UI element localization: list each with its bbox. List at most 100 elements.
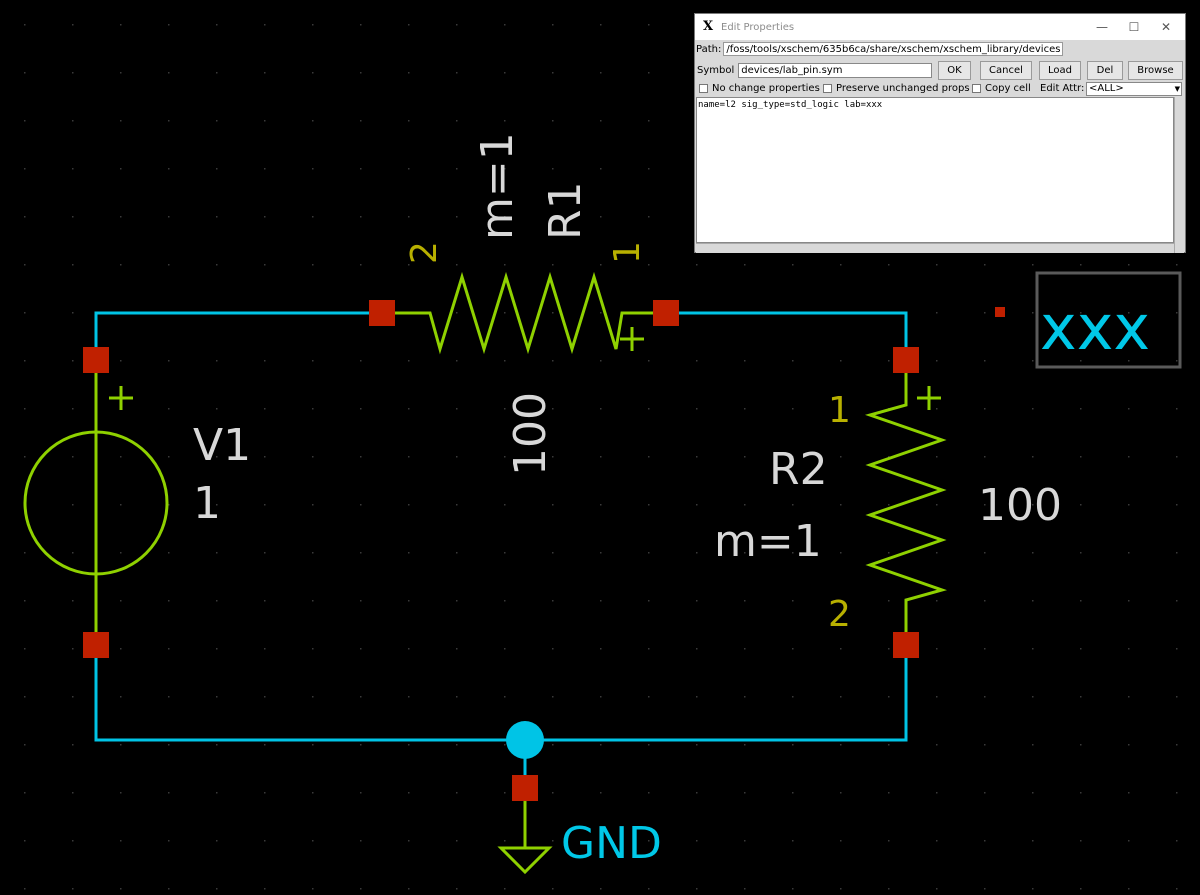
- grid-dot: [744, 360, 746, 362]
- checkbox-box[interactable]: [823, 84, 832, 93]
- grid-dot: [72, 696, 74, 698]
- preserve-unchanged-props-checkbox[interactable]: Preserve unchanged props: [823, 83, 970, 94]
- wire-top-right[interactable]: [666, 311, 908, 360]
- pin-v1-plus[interactable]: [83, 347, 109, 373]
- grid-dot: [72, 552, 74, 554]
- grid-dot: [456, 744, 458, 746]
- grid-dot: [72, 120, 74, 122]
- grid-dot: [120, 264, 122, 266]
- checkbox-box[interactable]: [972, 84, 981, 93]
- grid-dot: [888, 264, 890, 266]
- grid-dot: [840, 696, 842, 698]
- r2-resistor[interactable]: [864, 360, 948, 645]
- grid-dot: [696, 792, 698, 794]
- grid-dot: [72, 888, 74, 890]
- properties-textarea[interactable]: name=l2 sig_type=std_logic lab=xxx: [696, 97, 1174, 243]
- del-button[interactable]: Del: [1087, 61, 1123, 80]
- dropdown-arrow-icon[interactable]: ▼: [1174, 85, 1180, 93]
- cancel-button[interactable]: Cancel: [980, 61, 1032, 80]
- grid-dot: [552, 408, 554, 410]
- grid-dot: [840, 744, 842, 746]
- browse-button[interactable]: Browse: [1128, 61, 1183, 80]
- r2-value-label: 100: [978, 480, 1062, 531]
- minimize-icon[interactable]: —: [1096, 20, 1108, 34]
- xschem-app-icon: X: [703, 19, 714, 34]
- options-row: No change properties Preserve unchanged …: [695, 82, 1185, 97]
- preserve-unchanged-props-label: Preserve unchanged props: [836, 83, 970, 94]
- grid-dot: [120, 24, 122, 26]
- path-value: /foss/tools/xschem/635b6ca/share/xschem/…: [723, 42, 1064, 56]
- grid-dot: [936, 888, 938, 890]
- grid-dot: [504, 312, 506, 314]
- close-icon[interactable]: ✕: [1160, 20, 1172, 34]
- vertical-scrollbar[interactable]: [1174, 97, 1184, 253]
- grid-dot: [888, 600, 890, 602]
- ok-button[interactable]: OK: [938, 61, 971, 80]
- grid-dot: [1176, 552, 1178, 554]
- grid-dot: [216, 216, 218, 218]
- grid-dot: [264, 264, 266, 266]
- pin-r2-2[interactable]: [893, 632, 919, 658]
- grid-dot: [408, 888, 410, 890]
- grid-dot: [840, 792, 842, 794]
- wire-top-left[interactable]: [94, 311, 382, 360]
- grid-dot: [120, 504, 122, 506]
- grid-dot: [72, 792, 74, 794]
- no-change-properties-checkbox[interactable]: No change properties: [699, 83, 820, 94]
- pin-v1-minus[interactable]: [83, 632, 109, 658]
- lab-pin-selection-box[interactable]: [1035, 271, 1182, 369]
- grid-dot: [360, 216, 362, 218]
- pin-r1-2[interactable]: [369, 300, 395, 326]
- grid-dot: [456, 552, 458, 554]
- grid-dot: [504, 264, 506, 266]
- dialog-titlebar[interactable]: X Edit Properties — ☐ ✕: [695, 14, 1185, 40]
- grid-dot: [408, 72, 410, 74]
- gnd-symbol[interactable]: [497, 800, 553, 875]
- grid-dot: [1032, 888, 1034, 890]
- horizontal-scrollbar[interactable]: [696, 243, 1174, 253]
- pin-r1-1[interactable]: [653, 300, 679, 326]
- pin-r2-1[interactable]: [893, 347, 919, 373]
- grid-dot: [888, 360, 890, 362]
- pin-gnd[interactable]: [512, 775, 538, 801]
- grid-dot: [744, 744, 746, 746]
- grid-dot: [600, 696, 602, 698]
- grid-dot: [1128, 408, 1130, 410]
- grid-dot: [1176, 648, 1178, 650]
- v1-source[interactable]: [23, 360, 169, 645]
- grid-dot: [312, 456, 314, 458]
- wire-bottom[interactable]: [94, 645, 908, 742]
- grid-dot: [984, 840, 986, 842]
- grid-dot: [408, 648, 410, 650]
- grid-dot: [216, 600, 218, 602]
- r2-pin1-number: 1: [828, 390, 851, 431]
- grid-dot: [648, 360, 650, 362]
- grid-dot: [888, 552, 890, 554]
- grid-dot: [72, 600, 74, 602]
- grid-dot: [792, 456, 794, 458]
- checkbox-box[interactable]: [699, 84, 708, 93]
- grid-dot: [648, 888, 650, 890]
- lab-pin-label: xxx: [1040, 291, 1150, 364]
- grid-dot: [312, 840, 314, 842]
- edit-attr-select[interactable]: <ALL> ▼: [1086, 82, 1182, 96]
- grid-dot: [312, 360, 314, 362]
- grid-dot: [216, 360, 218, 362]
- grid-dot: [600, 456, 602, 458]
- grid-dot: [840, 840, 842, 842]
- grid-dot: [456, 600, 458, 602]
- grid-dot: [312, 744, 314, 746]
- grid-dot: [456, 216, 458, 218]
- maximize-icon[interactable]: ☐: [1128, 20, 1140, 34]
- r1-resistor[interactable]: [382, 271, 666, 355]
- copy-cell-checkbox[interactable]: Copy cell: [972, 83, 1031, 94]
- r1-pin2-number: 2: [404, 241, 445, 264]
- grid-dot: [1128, 600, 1130, 602]
- symbol-input[interactable]: [738, 62, 933, 78]
- load-button[interactable]: Load: [1039, 61, 1081, 80]
- grid-dot: [1080, 312, 1082, 314]
- grid-dot: [648, 840, 650, 842]
- grid-dot: [504, 360, 506, 362]
- grid-dot: [552, 888, 554, 890]
- pin-lab-pin[interactable]: [995, 307, 1005, 317]
